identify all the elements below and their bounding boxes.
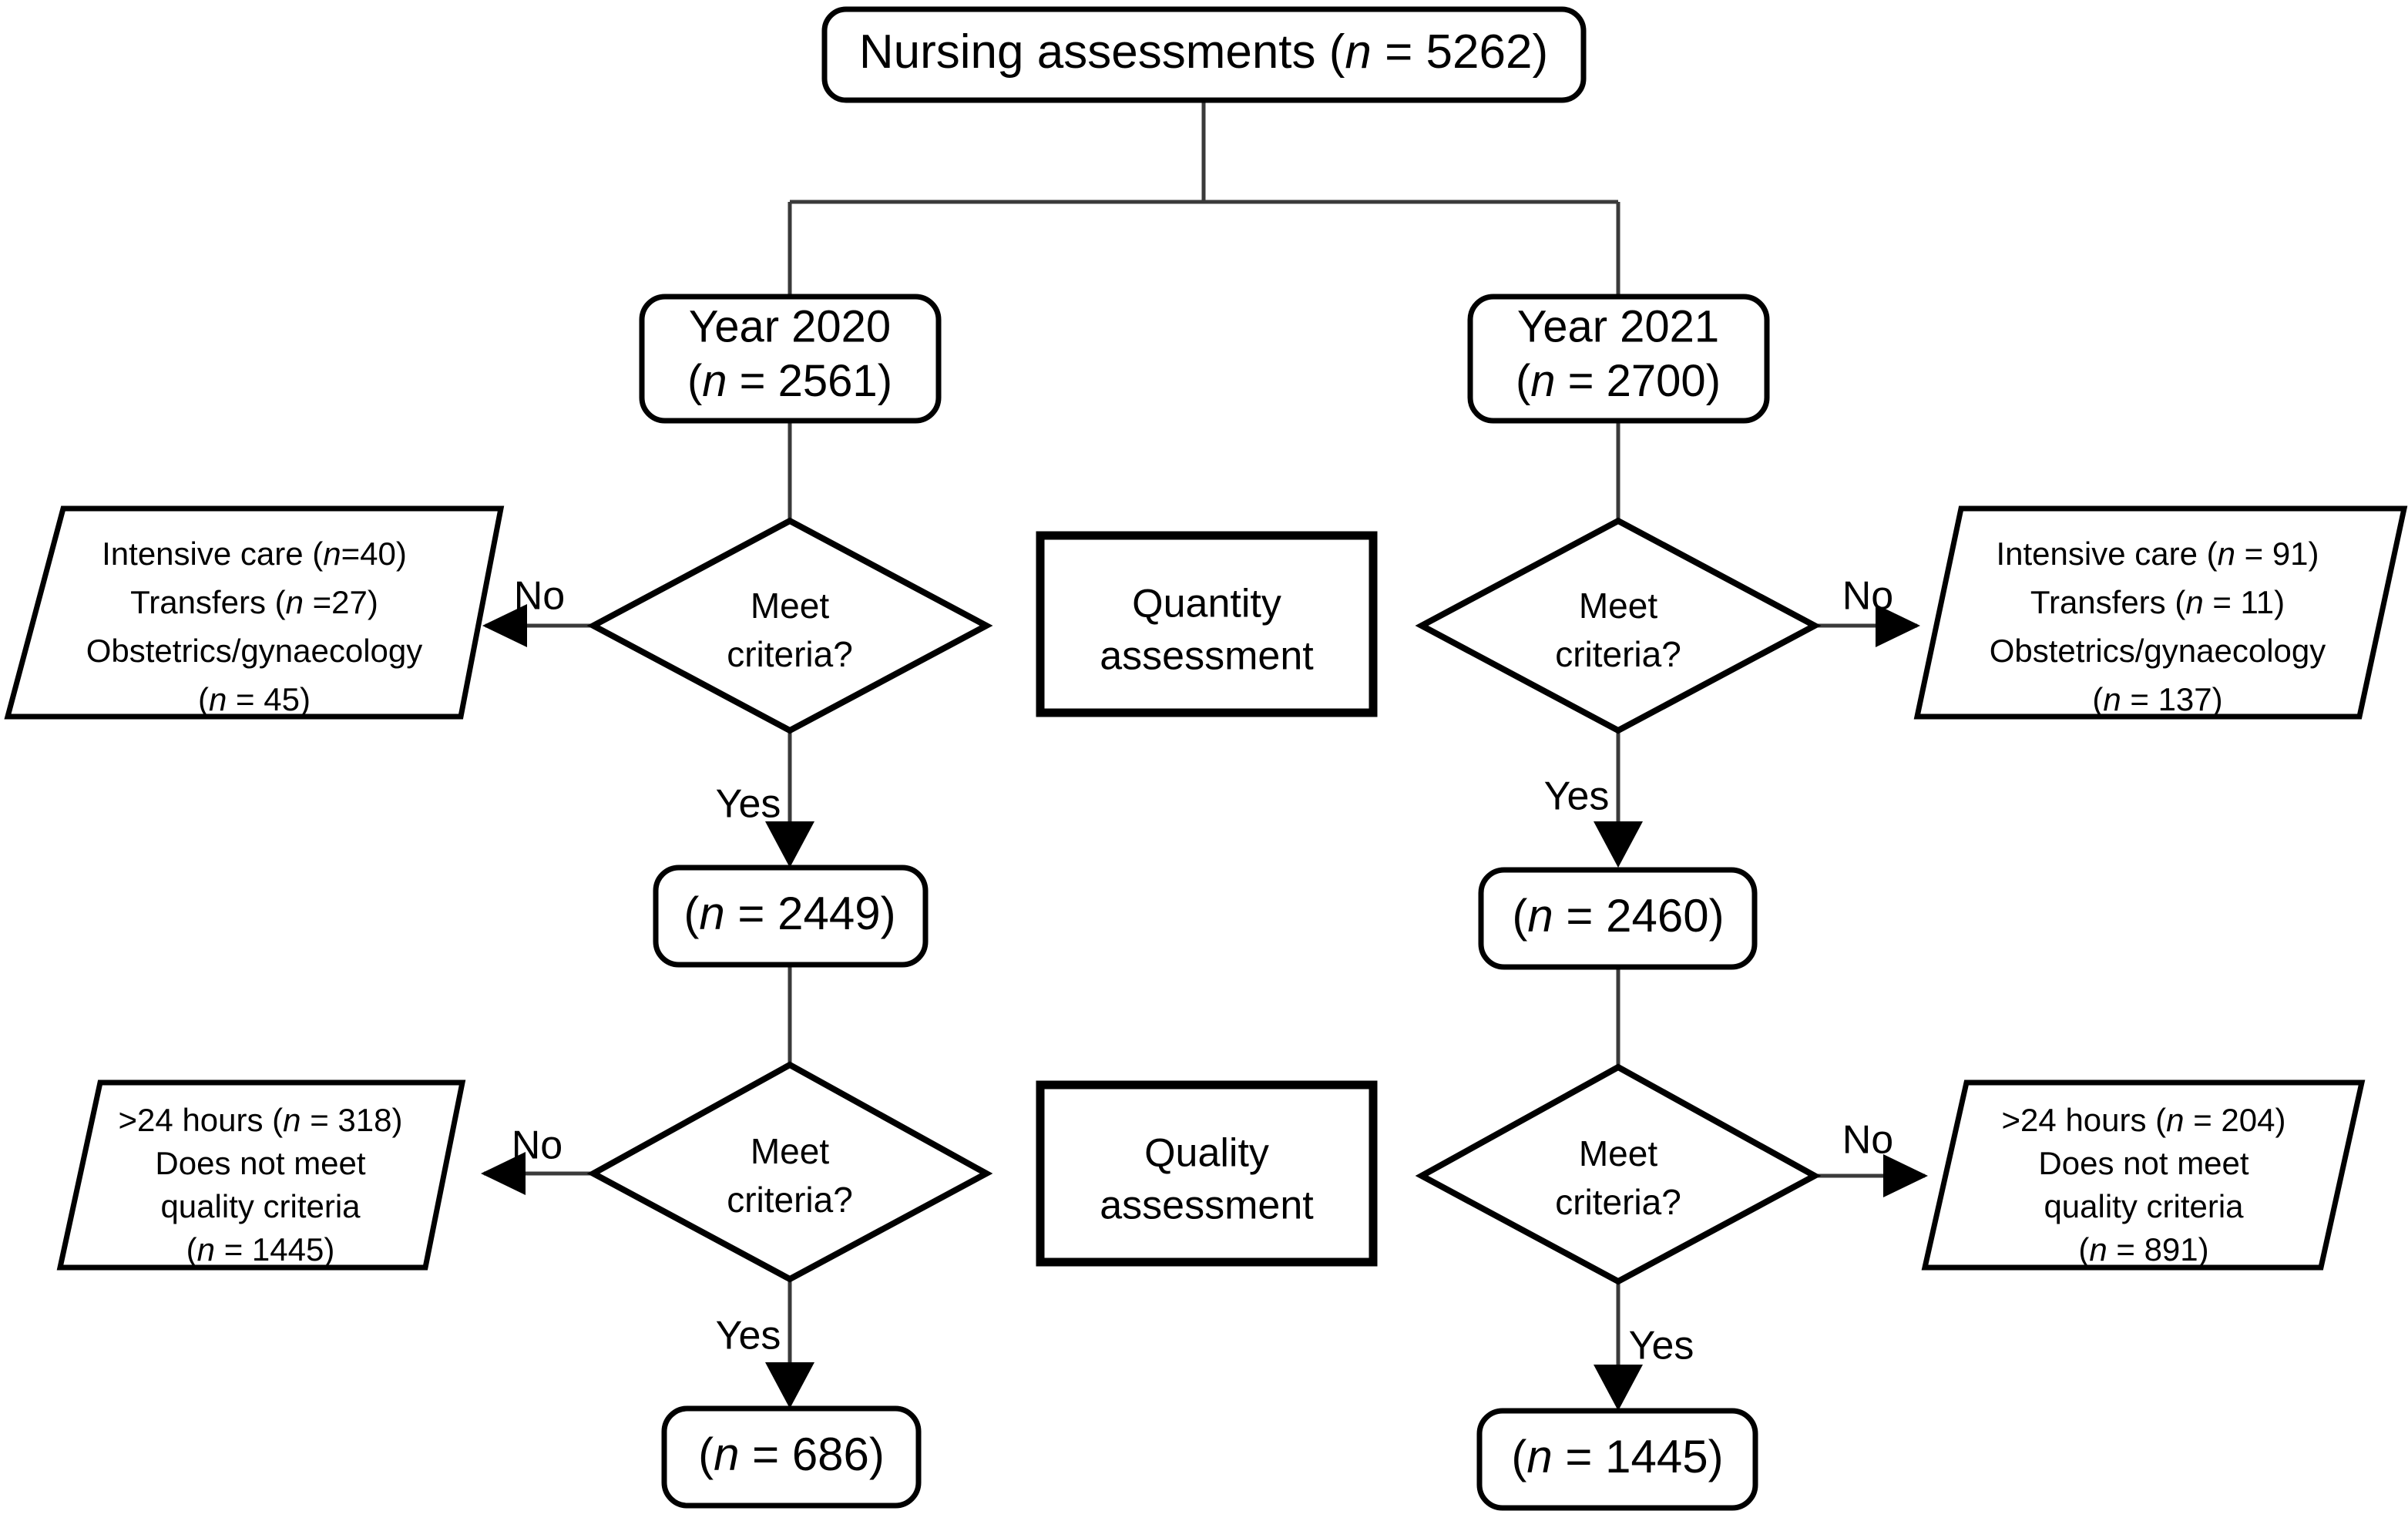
node-quality-assessment[interactable]: Quality assessment <box>1036 1080 1378 1267</box>
branch-label-yes-2021-quality: Yes <box>1629 1324 1694 1368</box>
exclusions-2021-quantity-shape[interactable] <box>1913 505 2408 720</box>
exclusions-2020-quantity-shape[interactable] <box>4 505 505 720</box>
decision-2021-quality-line1: Meet <box>1579 1133 1657 1173</box>
exclusions-2020-quality-line2: Does not meet <box>155 1145 365 1181</box>
exclusions-2021-quality-line1: >24 hours (n = 204) <box>2002 1102 2286 1138</box>
exclusions-2020-quantity-line1: Intensive care (n=40) <box>102 536 407 572</box>
count-2021-quantity-label: (n = 2460) <box>1512 890 1724 942</box>
exclusions-2021-quality-line3: quality criteria <box>2044 1188 2244 1224</box>
exclusions-2021-quantity-line1: Intensive care (n = 91) <box>1996 536 2319 572</box>
connector-decision2-yes <box>765 1279 814 1409</box>
exclusions-2020-quantity-line4: (n = 45) <box>198 681 311 717</box>
node-exclusions-2020-quality[interactable]: >24 hours (n = 318) Does not meet qualit… <box>56 1079 466 1271</box>
branch-label-yes-2020-quality: Yes <box>716 1314 781 1358</box>
node-decision-2021-quantity[interactable]: Meet criteria? <box>1415 517 1822 734</box>
decision-2021-quantity-diamond[interactable] <box>1415 517 1822 734</box>
branch-label-no-2021-quantity: No <box>1842 574 1893 619</box>
exclusions-2020-quality-line3: quality criteria <box>160 1188 361 1224</box>
decision-2020-quantity-line1: Meet <box>751 586 829 626</box>
decision-2020-quality-line2: criteria? <box>727 1180 853 1220</box>
node-exclusions-2020-quantity[interactable]: Intensive care (n=40) Transfers (n =27) … <box>4 505 505 720</box>
exclusions-2020-quality-shape[interactable] <box>56 1079 466 1271</box>
exclusions-2020-quality-line1: >24 hours (n = 318) <box>119 1102 403 1138</box>
node-count-2021-final[interactable]: (n = 1445) <box>1476 1408 1758 1511</box>
decision-2021-quantity-line2: criteria? <box>1555 634 1681 674</box>
connector-decision2-no-left <box>481 1152 593 1195</box>
connector-decision1r-yes <box>1594 730 1643 868</box>
nursing-assessments-label: Nursing assessments (n = 5262) <box>859 25 1548 79</box>
decision-2020-quantity-diamond[interactable] <box>586 517 993 734</box>
count-2021-final-box[interactable] <box>1476 1408 1758 1511</box>
year-2021-count: (n = 2700) <box>1516 356 1721 406</box>
decision-2020-quality-diamond[interactable] <box>586 1061 993 1283</box>
exclusions-2020-quality-line4: (n = 1445) <box>186 1231 335 1268</box>
node-decision-2020-quality[interactable]: Meet criteria? <box>586 1061 993 1283</box>
year-2021-label: Year 2021 <box>1517 301 1719 351</box>
exclusions-2020-quantity-line2: Transfers (n =27) <box>130 584 378 620</box>
count-2020-final-box[interactable] <box>661 1405 922 1509</box>
exclusions-2021-quantity-line2: Transfers (n = 11) <box>2030 584 2285 620</box>
node-count-2020-final[interactable]: (n = 686) <box>661 1405 922 1509</box>
connector-decision1-no-left <box>482 604 593 647</box>
connector-root-split <box>788 100 1620 297</box>
decision-2021-quantity-line1: Meet <box>1579 586 1657 626</box>
connector-decision1r-no-right <box>1815 604 1920 647</box>
branch-label-no-2020-quality: No <box>512 1123 563 1168</box>
quantity-assessment-line1: Quantity <box>1132 582 1281 626</box>
exclusions-2021-quality-line4: (n = 891) <box>2078 1231 2208 1268</box>
nursing-assessments-box[interactable] <box>821 6 1587 103</box>
connector-decision2r-yes <box>1594 1281 1643 1411</box>
node-exclusions-2021-quantity[interactable]: Intensive care (n = 91) Transfers (n = 1… <box>1913 505 2408 720</box>
decision-2021-quality-diamond[interactable] <box>1415 1063 1822 1285</box>
exclusions-2021-quality-line2: Does not meet <box>2038 1145 2248 1181</box>
connector-decision1-yes <box>765 730 814 868</box>
count-2020-quantity-box[interactable] <box>653 865 929 968</box>
branch-label-no-2021-quality: No <box>1842 1118 1893 1163</box>
node-nursing-assessments[interactable]: Nursing assessments (n = 5262) <box>821 6 1587 103</box>
node-exclusions-2021-quality[interactable]: >24 hours (n = 204) Does not meet qualit… <box>1921 1079 2366 1271</box>
exclusions-2021-quantity-line3: Obstetrics/gynaecology <box>1990 633 2326 669</box>
node-quantity-assessment[interactable]: Quantity assessment <box>1036 531 1378 717</box>
exclusions-2021-quantity-line4: (n = 137) <box>2092 681 2222 717</box>
exclusions-2020-quantity-line3: Obstetrics/gynaecology <box>86 633 423 669</box>
node-decision-2021-quality[interactable]: Meet criteria? <box>1415 1063 1822 1285</box>
count-2020-final-label: (n = 686) <box>698 1429 885 1480</box>
node-decision-2020-quantity[interactable]: Meet criteria? <box>586 517 993 734</box>
branch-label-yes-2021-quantity: Yes <box>1544 774 1610 819</box>
year-2020-count: (n = 2561) <box>687 356 892 406</box>
count-2021-quantity-box[interactable] <box>1478 867 1758 970</box>
year-2020-box[interactable] <box>639 294 942 424</box>
count-2021-final-label: (n = 1445) <box>1511 1431 1723 1482</box>
decision-2020-quality-line1: Meet <box>751 1131 829 1171</box>
node-year-2021[interactable]: Year 2021 (n = 2700) <box>1467 294 1770 424</box>
count-2020-quantity-label: (n = 2449) <box>683 888 895 939</box>
branch-label-no-2020-quantity: No <box>514 574 565 619</box>
branch-label-yes-2020-quantity: Yes <box>716 782 781 827</box>
quality-assessment-line2: assessment <box>1100 1184 1314 1228</box>
quality-assessment-box[interactable] <box>1036 1080 1378 1267</box>
node-year-2020[interactable]: Year 2020 (n = 2561) <box>639 294 942 424</box>
connector-decision2r-no-right <box>1815 1154 1928 1197</box>
quantity-assessment-line2: assessment <box>1100 634 1314 679</box>
decision-2020-quantity-line2: criteria? <box>727 634 853 674</box>
exclusions-2021-quality-shape[interactable] <box>1921 1079 2366 1271</box>
node-count-2021-quantity[interactable]: (n = 2460) <box>1478 867 1758 970</box>
quantity-assessment-box[interactable] <box>1036 531 1378 717</box>
year-2020-label: Year 2020 <box>689 301 891 351</box>
node-count-2020-quantity[interactable]: (n = 2449) <box>653 865 929 968</box>
quality-assessment-line1: Quality <box>1144 1131 1269 1176</box>
year-2021-box[interactable] <box>1467 294 1770 424</box>
decision-2021-quality-line2: criteria? <box>1555 1182 1681 1222</box>
